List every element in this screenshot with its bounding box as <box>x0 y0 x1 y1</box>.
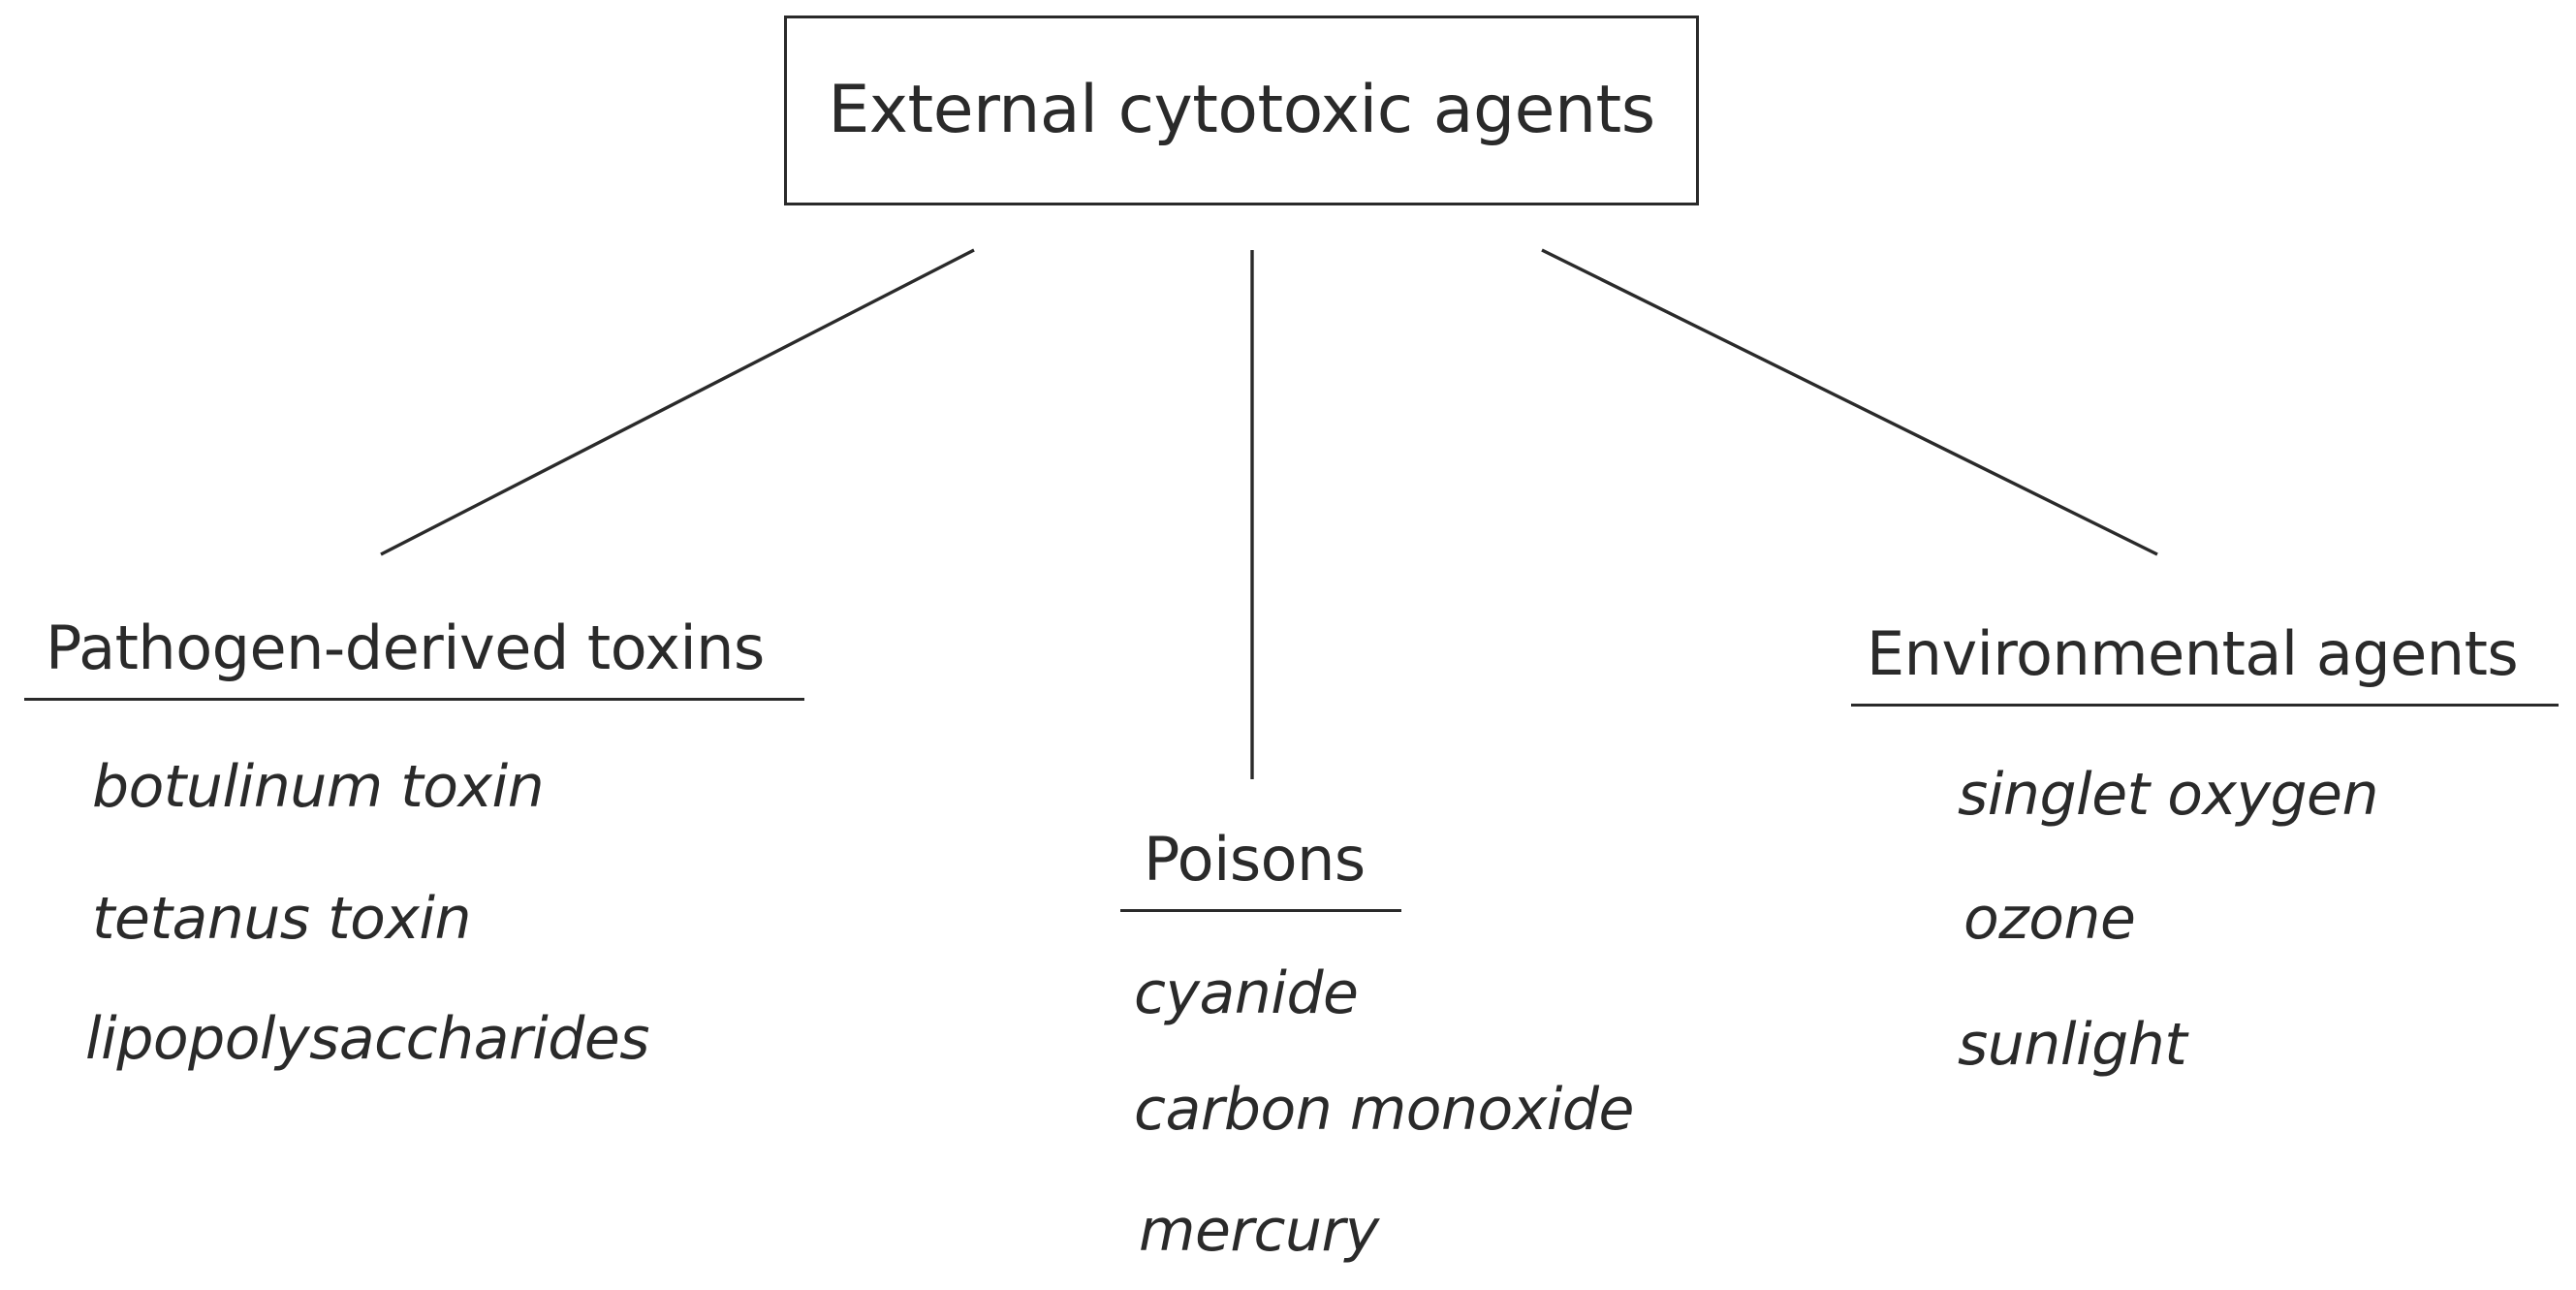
connector-pathogen-derived-toxins <box>380 248 975 556</box>
group-item-tetanus-toxin: tetanus toxin <box>92 885 472 953</box>
group-item-carbon-monoxide: carbon monoxide <box>1134 1076 1634 1144</box>
group-item-lipopolysaccharides: lipopolysaccharides <box>85 1005 650 1073</box>
group-item-botulinum-toxin: botulinum toxin <box>92 753 545 821</box>
connector-environmental-agents <box>1541 248 2158 556</box>
root-node-title: External cytotoxic agents <box>828 72 1655 148</box>
group-item-sunlight: sunlight <box>1958 1011 2187 1079</box>
root-node-box: External cytotoxic agents <box>784 16 1699 205</box>
group-item-mercury: mercury <box>1139 1197 1379 1265</box>
group-heading-environmental-agents: Environmental agents <box>1851 624 2559 707</box>
group-item-cyanide: cyanide <box>1134 960 1359 1027</box>
group-heading-poisons: Poisons <box>1120 830 1401 912</box>
group-heading-pathogen-derived-toxins: Pathogen-derived toxins <box>24 618 804 701</box>
group-item-ozone: ozone <box>1963 885 2136 953</box>
group-item-singlet-oxygen: singlet oxygen <box>1958 761 2378 829</box>
